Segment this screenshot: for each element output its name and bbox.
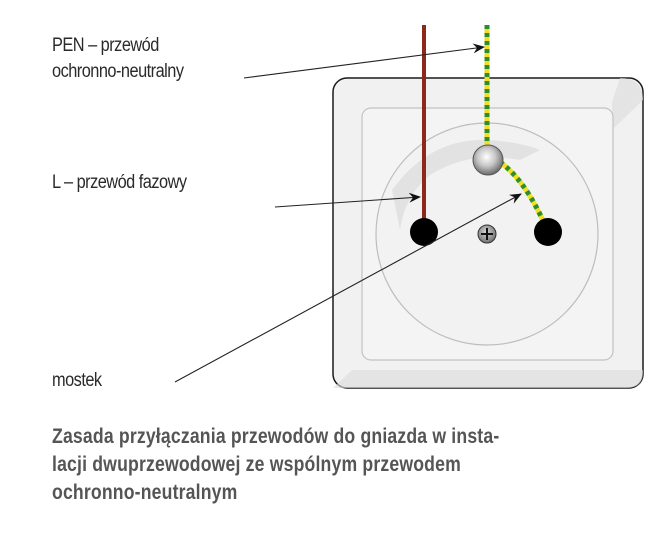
bridge-label: mostek <box>52 370 102 391</box>
caption-line3: ochronno-neutralnym <box>52 481 238 504</box>
center-screw-icon <box>477 224 497 244</box>
earth-pin <box>472 144 504 176</box>
caption-line2: lacji dwuprzewodowej ze wspólnym przewod… <box>52 453 461 476</box>
pen-label-line1: PEN – przewód <box>52 35 159 56</box>
caption-line1: Zasada przyłączania przewodów do gniazda… <box>52 425 500 448</box>
pen-leader-arrow <box>243 43 485 79</box>
mostek-leader-arrow <box>174 193 522 383</box>
right-terminal <box>534 218 562 246</box>
pen-label-line2: ochronno-neutralny <box>52 61 184 82</box>
pen-label: PEN – przewód ochronno-neutralny <box>52 33 184 85</box>
figure-caption: Zasada przyłączania przewodów do gniazda… <box>52 423 499 507</box>
bridge-wire <box>498 159 548 227</box>
left-terminal <box>410 218 438 246</box>
phase-label: L – przewód fazowy <box>52 172 187 193</box>
l-leader-arrow <box>274 192 421 208</box>
